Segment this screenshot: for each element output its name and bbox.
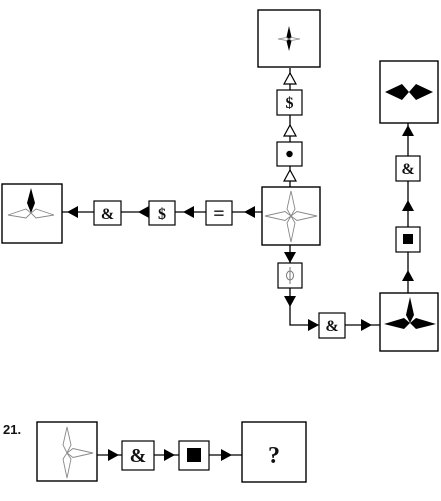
- filled-arrow-icon: [138, 206, 149, 218]
- hollow-arrowheads: [282, 71, 298, 182]
- figure-top-star-icon: [277, 26, 301, 51]
- figure-left-star-icon: [7, 188, 55, 219]
- figure-question-star-icon: [62, 426, 94, 479]
- ampersand-operator: &: [401, 161, 414, 178]
- dollar-operator: $: [286, 95, 294, 112]
- filled-arrow-icon: [221, 449, 232, 461]
- dot-operator-icon: [286, 150, 293, 158]
- hollow-arrow-icon: [282, 168, 298, 182]
- filled-arrow-icon: [361, 319, 372, 331]
- filled-arrow-icon: [67, 206, 78, 218]
- circle-on-line-operator-icon: [286, 267, 294, 284]
- figure-boxes: [1, 9, 439, 483]
- filled-square-operator-icon: [187, 448, 201, 462]
- filled-arrow-icon: [308, 319, 319, 331]
- ampersand-operator: &: [325, 318, 338, 335]
- hollow-arrow-icon: [282, 123, 298, 137]
- filled-arrow-icon: [402, 125, 414, 136]
- filled-arrow-icon: [284, 296, 296, 307]
- question-number: 21.: [3, 422, 21, 437]
- filled-arrowheads: [67, 125, 414, 461]
- figure-center-star-icon: [264, 190, 318, 243]
- operator-boxes: [93, 89, 421, 471]
- answer-placeholder: ?: [268, 443, 280, 469]
- connector-lines: [62, 68, 409, 456]
- ampersand-operator: &: [101, 206, 114, 223]
- figure-bottom-right-star-icon: [384, 297, 436, 329]
- filled-arrow-icon: [402, 270, 414, 281]
- filled-arrow-icon: [402, 200, 414, 211]
- ampersand-operator: &: [130, 445, 147, 467]
- filled-arrow-icon: [108, 449, 119, 461]
- answer-box: [241, 421, 307, 483]
- hollow-arrow-icon: [282, 71, 298, 85]
- dollar-operator: $: [158, 206, 166, 223]
- figure-box-question-start: [36, 421, 98, 482]
- equals-operator: =: [213, 203, 224, 225]
- filled-arrow-icon: [284, 252, 296, 263]
- filled-arrow-icon: [164, 449, 175, 461]
- filled-arrow-icon: [183, 206, 194, 218]
- figure-top-right-wings-icon: [385, 84, 433, 100]
- filled-arrow-icon: [244, 206, 255, 218]
- filled-square-operator-icon: [403, 234, 413, 244]
